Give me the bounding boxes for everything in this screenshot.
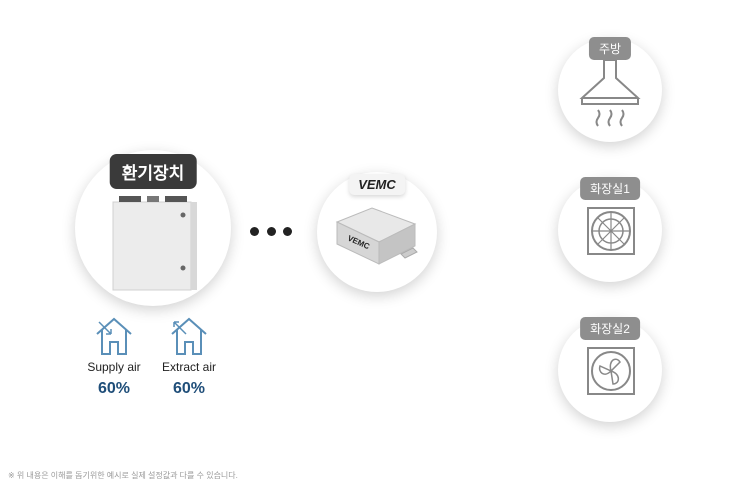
kitchen-label: 주방 — [588, 37, 632, 60]
fan-grille-icon — [587, 207, 635, 255]
supply-air-value: 60% — [97, 380, 131, 397]
bathroom1-label: 화장실1 — [580, 177, 640, 200]
ventilation-unit-label: 환기장치 — [109, 154, 197, 189]
bathroom2-label: 화장실2 — [580, 317, 640, 340]
supply-air-label: Supply air — [87, 360, 141, 374]
extract-air-label: Extract air — [161, 360, 217, 374]
extract-air-house-icon — [171, 317, 207, 355]
dot — [283, 227, 292, 236]
footnote: ※ 위 내용은 이해를 돕기위한 예시로 실제 설정값과 다를 수 있습니다. — [8, 471, 238, 480]
vemc-label: VEMC — [349, 174, 405, 195]
dot — [250, 227, 259, 236]
extract-air-value: 60% — [172, 380, 206, 397]
ventilation-unit-image — [112, 196, 197, 291]
vemc-device-image: VEMC — [335, 207, 418, 265]
kitchen-circle — [558, 38, 662, 142]
fan-icon — [587, 347, 635, 395]
supply-air-house-icon — [96, 317, 132, 355]
dot — [267, 227, 276, 236]
range-hood-icon — [579, 59, 641, 127]
